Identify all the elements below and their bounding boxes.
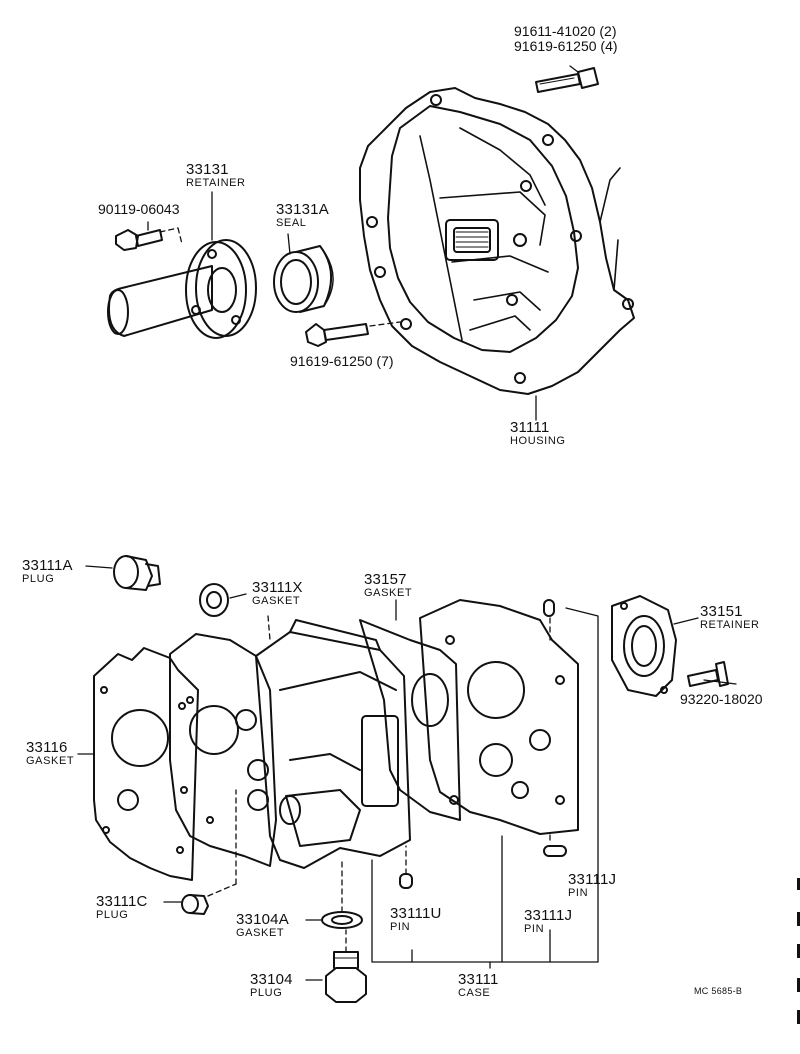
reference-code: MC 5685-B (694, 986, 743, 996)
retainer-33131-label: 33131 RETAINER (186, 161, 246, 189)
plug-33111c-label: 33111C PLUG (96, 893, 148, 921)
gasket-33157-label: 33157 GASKET (364, 571, 413, 599)
gasket-33111x-label: 33111X GASKET (252, 579, 303, 607)
rear-retainer-illustration (611, 595, 677, 697)
edge-mark (797, 944, 800, 958)
leader-lines (77, 65, 737, 981)
housing-31111-label: 31111 HOUSING (510, 419, 566, 447)
pin-33111j-right-label: 33111J PIN (568, 871, 617, 899)
transmission-case-illustration (255, 619, 411, 869)
bolt-label-90119: 90119-06043 (98, 201, 180, 217)
seal-33131a-label: 33131A SEAL (276, 201, 329, 229)
retainer-33151-label: 33151 RETAINER (700, 603, 760, 631)
intermediate-plate-illustration (419, 599, 579, 835)
plug-33111a-label: 33111A PLUG (22, 557, 73, 585)
bolt-label-91619-7: 91619-61250 (7) (290, 353, 394, 369)
housing-bolt-mid-illustration (305, 323, 369, 347)
bolt-label-93220: 93220-18020 (680, 691, 763, 707)
bolt-label-91611: 91611-41020 (2) (514, 23, 617, 39)
pin-33111j-label: 33111J PIN (524, 907, 573, 935)
drain-plug-a-illustration (113, 555, 161, 591)
pin-illustrations (399, 599, 567, 889)
gasket-33116-label: 33116 GASKET (26, 739, 75, 767)
gasket-x-illustration (199, 583, 229, 617)
seal-illustration (273, 245, 334, 313)
pin-33111u-label: 33111U PIN (390, 905, 442, 933)
middle-gasket-illustration (359, 619, 461, 821)
input-retainer-illustration (107, 239, 257, 339)
front-plate-illustration (169, 633, 277, 867)
plug-c-illustration (181, 894, 209, 915)
housing-bolt-top-illustration (535, 67, 599, 93)
edge-mark (797, 878, 800, 890)
edge-mark (797, 1010, 800, 1024)
side-bolt-illustration (687, 661, 729, 687)
gasket-104a-illustration (321, 911, 363, 929)
case-33111-label: 33111 CASE (458, 971, 499, 999)
front-gasket-illustration (93, 647, 199, 881)
clutch-housing-illustration (359, 87, 635, 395)
bolt-label-91619-4: 91619-61250 (4) (514, 38, 618, 54)
plug-104-illustration (325, 951, 367, 1003)
edge-mark (797, 912, 800, 926)
plug-33104-label: 33104 PLUG (250, 971, 293, 999)
retainer-bolt-illustration (115, 229, 163, 251)
edge-mark (797, 978, 800, 992)
gasket-33104a-label: 33104A GASKET (236, 911, 289, 939)
